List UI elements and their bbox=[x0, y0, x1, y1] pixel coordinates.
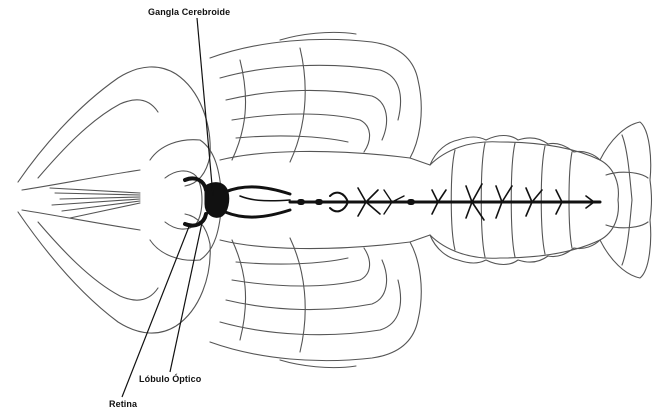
body-outline bbox=[18, 32, 652, 367]
ganglia-pointer-line bbox=[197, 18, 213, 196]
retina-pointer-line bbox=[122, 224, 190, 397]
nerve-cord bbox=[185, 178, 600, 225]
label-gangla-cerebroide: Gangla Cerebroide bbox=[148, 7, 230, 17]
label-retina: Retina bbox=[109, 399, 137, 409]
lobulo-pointer-line bbox=[170, 218, 203, 372]
label-lobulo-optico: Lóbulo Óptico bbox=[139, 374, 201, 384]
